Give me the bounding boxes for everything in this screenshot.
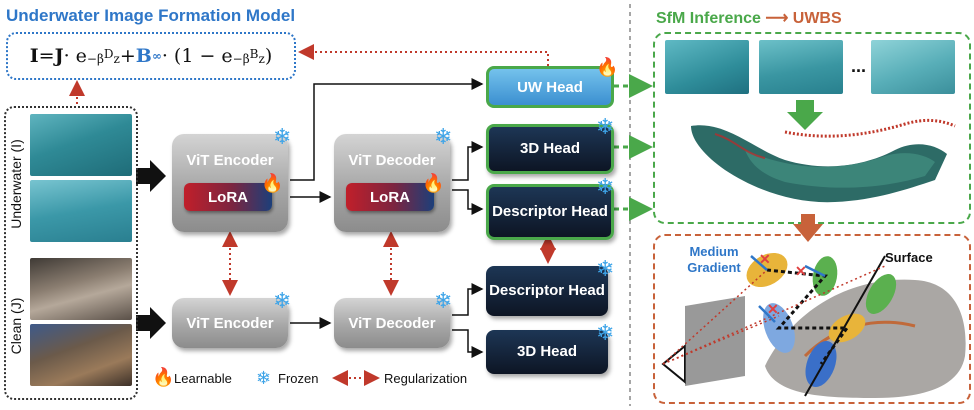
formation-model-title: Underwater Image Formation Model: [6, 6, 296, 25]
clean-image-1: [30, 258, 132, 320]
3d-head-top: 3D Head: [486, 124, 614, 174]
arrow-right-icon: ⟶: [765, 10, 789, 27]
uwbs-box: ✕ ✕ ✕ Medium Gradient Surface: [653, 234, 971, 404]
fire-icon: 🔥: [422, 173, 445, 193]
formation-formula: I = J · e−βDz + B∞ · (1 − e−βBz): [6, 32, 296, 80]
legend-regularization: Regularization: [384, 371, 468, 386]
svg-text:✕: ✕: [767, 301, 779, 317]
snowflake-icon: ❄: [596, 114, 615, 139]
uw-formula-arrow: [298, 44, 549, 66]
vit-encoder-top-label: ViT Encoder: [186, 152, 274, 169]
underwater-thumb-1: [665, 40, 749, 94]
underwater-label: Underwater (I): [8, 139, 24, 229]
enc-uw-arrow: [290, 78, 484, 181]
green-down-arrow: [787, 100, 823, 130]
thumb-ellipsis: ...: [851, 56, 867, 76]
fire-icon: 🔥: [596, 57, 619, 77]
formula-eq: =: [38, 45, 55, 67]
snowflake-icon: ❄: [434, 124, 453, 149]
orange-down-arrow: [793, 214, 823, 242]
formula-term1: · e: [63, 45, 87, 67]
formula-J: J: [54, 45, 64, 67]
formula-B: B: [135, 45, 152, 67]
uwbs-illustration: ✕ ✕ ✕: [661, 251, 966, 398]
formula-plus: +: [119, 45, 136, 67]
svg-text:✕: ✕: [795, 263, 807, 279]
input-arrow-bottom: [136, 307, 166, 339]
snowflake-icon: ❄: [596, 174, 615, 199]
vit-encoder-bottom: ViT Encoder: [172, 298, 288, 348]
underwater-image-1: [30, 114, 132, 176]
uwbs-title: UWBS: [792, 10, 842, 27]
formula-close: ): [264, 45, 273, 67]
input-images-box: Underwater (I) Clean (J): [4, 106, 138, 400]
formula-exp2-z: z: [258, 51, 265, 66]
right-title: SfM Inference ⟶ UWBS: [656, 8, 842, 28]
snowflake-icon: ❄: [596, 320, 615, 345]
formula-B-sup: ∞: [151, 49, 162, 63]
vit-decoder-bottom: ViT Decoder: [334, 298, 450, 348]
fire-icon: 🔥: [261, 173, 284, 193]
lora-encoder: LoRA: [184, 183, 272, 211]
dec-3d-arrow-bottom: [452, 329, 484, 358]
uw-head: UW Head: [486, 66, 614, 108]
sfm-title: SfM Inference: [656, 10, 761, 27]
formula-exp1: −β: [86, 51, 104, 66]
formula-term2: · (1 − e: [161, 45, 233, 67]
formula-exp2: −β: [232, 51, 250, 66]
underwater-thumb-2: [759, 40, 843, 94]
lora-decoder: LoRA: [346, 183, 434, 211]
formula-exp2-sup: B: [249, 46, 259, 61]
input-arrow-top: [136, 160, 166, 192]
surface-label: Surface: [885, 250, 933, 265]
snowflake-icon: ❄: [273, 288, 292, 313]
formula-exp1-z: z: [113, 51, 120, 66]
point-cloud: [691, 118, 956, 203]
snowflake-icon: ❄: [434, 288, 453, 313]
descriptor-head-top: Descriptor Head: [486, 184, 614, 240]
3d-head-bottom: 3D Head: [486, 330, 608, 374]
snowflake-icon: ❄: [273, 124, 292, 149]
snowflake-icon: ❄: [596, 256, 615, 281]
svg-text:✕: ✕: [759, 251, 771, 267]
sfm-inference-box: ...: [653, 32, 971, 224]
clean-image-2: [30, 324, 132, 386]
legend-frozen: Frozen: [278, 371, 319, 386]
medium-gradient-label: Medium Gradient: [687, 244, 741, 275]
underwater-thumb-3: [871, 40, 955, 94]
formula-I: I: [29, 45, 39, 67]
dec-desc-arrow: [452, 189, 484, 215]
clean-label: Clean (J): [8, 297, 24, 355]
descriptor-head-bottom: Descriptor Head: [486, 266, 608, 316]
fire-icon: 🔥: [152, 367, 175, 387]
vit-decoder-top-label: ViT Decoder: [348, 152, 436, 169]
snowflake-icon: ❄: [256, 368, 272, 388]
dec-3d-arrow: [452, 141, 484, 181]
dec-desc-arrow-bottom: [452, 283, 484, 316]
underwater-image-2: [30, 180, 132, 242]
formula-exp1-sup: D: [103, 46, 114, 61]
legend-learnable: Learnable: [174, 371, 232, 386]
